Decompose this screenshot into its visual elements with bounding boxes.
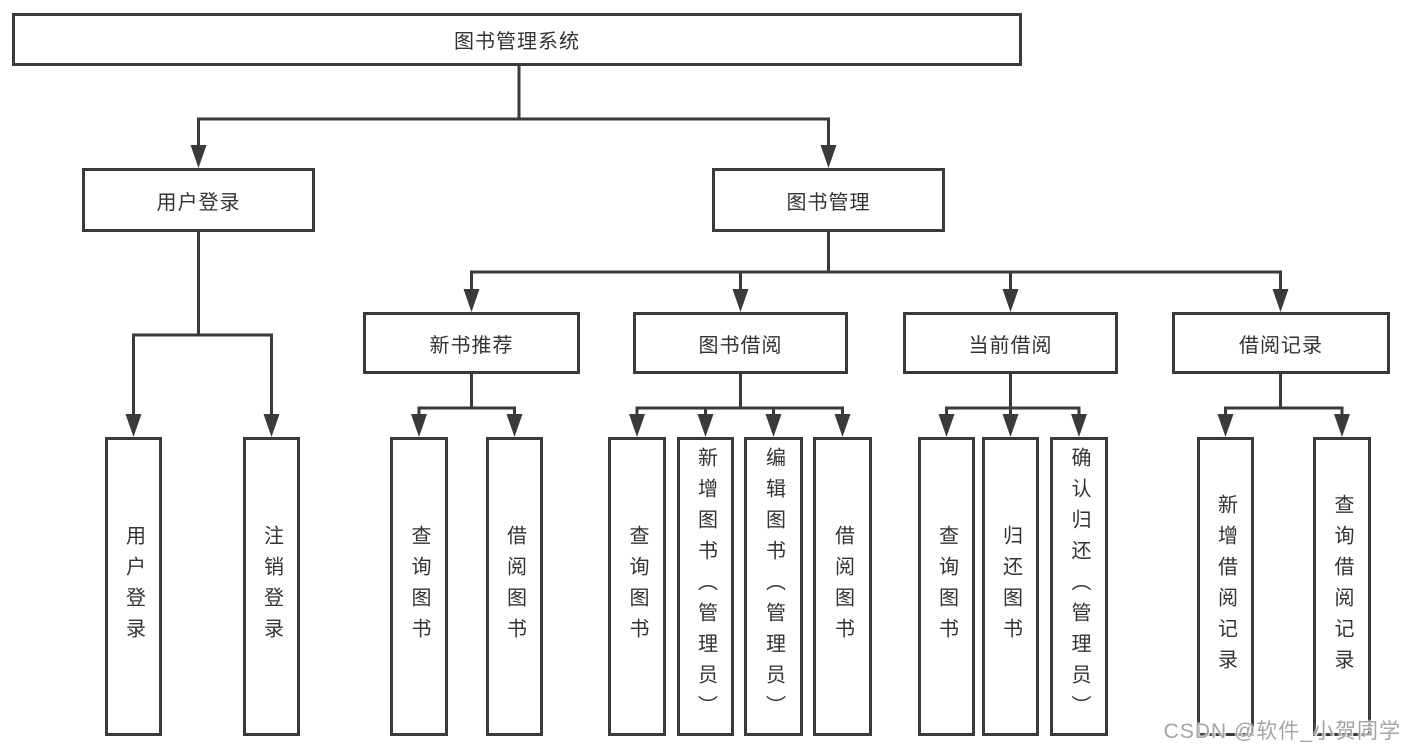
leaf-user-login: 用户登录 (105, 437, 162, 736)
leaf-query-books-current-label: 查询图书 (935, 524, 958, 649)
leaf-borrow-books-recommend-label: 借阅图书 (503, 524, 526, 649)
node-book-borrow: 图书借阅 (633, 312, 848, 374)
leaf-query-books-borrow: 查询图书 (608, 437, 666, 736)
leaf-query-borrow-record: 查询借阅记录 (1313, 437, 1371, 736)
leaf-edit-book-admin: 编辑图书（管理员） (744, 437, 803, 736)
node-current-borrow: 当前借阅 (903, 312, 1118, 374)
node-user-login-label: 用户登录 (156, 191, 241, 214)
node-root-label: 图书管理系统 (454, 31, 580, 53)
leaf-query-books-recommend: 查询图书 (390, 437, 448, 736)
leaf-add-book-admin: 新增图书（管理员） (677, 437, 734, 736)
node-book-management: 图书管理 (712, 168, 945, 232)
node-root: 图书管理系统 (12, 13, 1022, 66)
node-current-borrow-label: 当前借阅 (968, 334, 1053, 357)
leaf-user-login-label: 用户登录 (122, 524, 145, 649)
leaf-borrow-books-label: 借阅图书 (831, 524, 854, 649)
leaf-edit-book-admin-label: 编辑图书（管理员） (762, 447, 785, 726)
leaf-add-book-admin-label: 新增图书（管理员） (694, 447, 717, 726)
leaf-confirm-return-admin-label: 确认归还（管理员） (1068, 447, 1090, 726)
node-borrow-records-label: 借阅记录 (1239, 334, 1323, 357)
leaf-borrow-books: 借阅图书 (813, 437, 872, 736)
node-user-login: 用户登录 (82, 168, 315, 232)
leaf-query-books-borrow-label: 查询图书 (626, 524, 648, 649)
leaf-logout-login-label: 注销登录 (260, 524, 283, 649)
node-new-book-recommend: 新书推荐 (363, 312, 580, 374)
node-book-borrow-label: 图书借阅 (698, 334, 783, 357)
leaf-return-book: 归还图书 (982, 437, 1039, 736)
leaf-query-borrow-record-label: 查询借阅记录 (1331, 493, 1353, 680)
leaf-query-books-recommend-label: 查询图书 (408, 524, 430, 649)
leaf-query-books-current: 查询图书 (918, 437, 975, 736)
leaf-add-borrow-record: 新增借阅记录 (1197, 437, 1254, 736)
node-new-book-recommend-label: 新书推荐 (429, 334, 514, 357)
leaf-return-book-label: 归还图书 (999, 524, 1022, 649)
node-book-management-label: 图书管理 (786, 191, 871, 214)
leaf-add-borrow-record-label: 新增借阅记录 (1214, 493, 1237, 680)
csdn-watermark: CSDN @软件_小贺同学 (1163, 720, 1401, 743)
leaf-borrow-books-recommend: 借阅图书 (486, 437, 543, 736)
leaf-confirm-return-admin: 确认归还（管理员） (1050, 437, 1108, 736)
leaf-logout-login: 注销登录 (243, 437, 300, 736)
node-borrow-records: 借阅记录 (1172, 312, 1390, 374)
